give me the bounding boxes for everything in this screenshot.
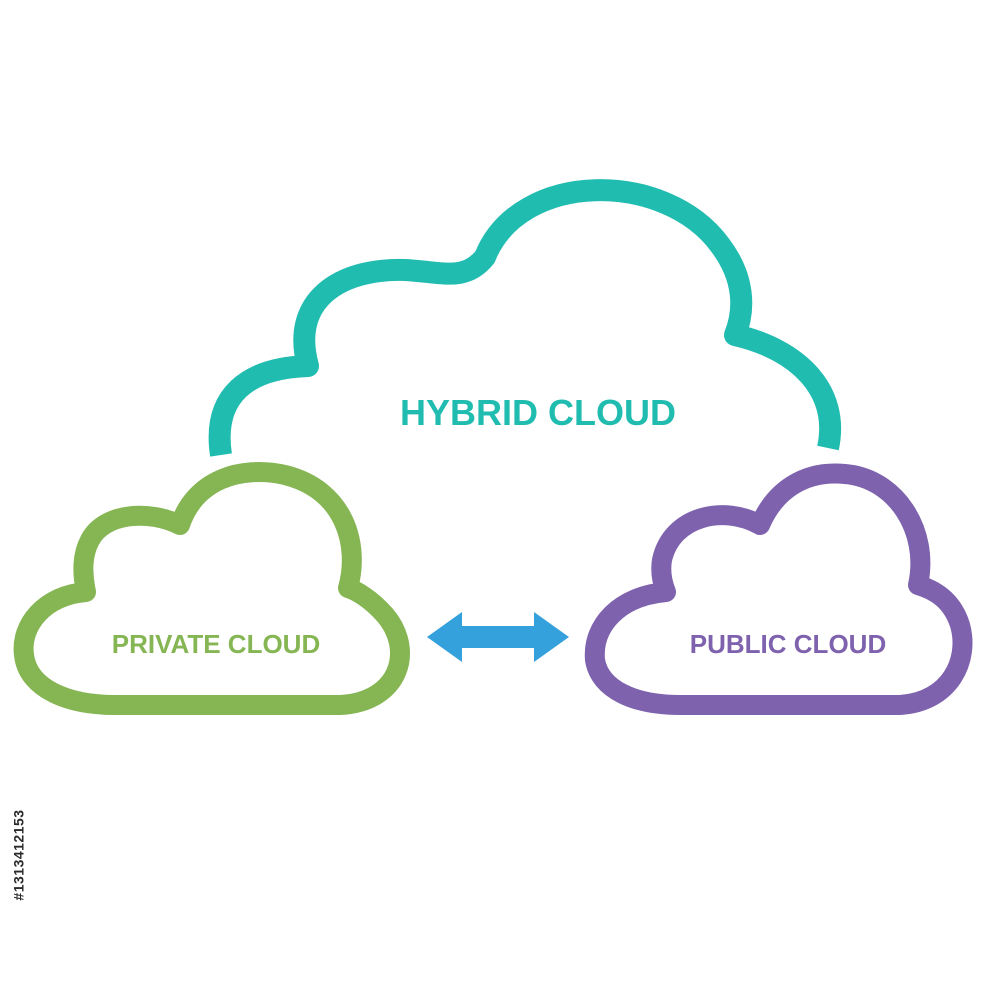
stock-id-text: #1313412153	[6, 765, 32, 945]
double-arrow-shape	[427, 612, 569, 662]
public-cloud-label: PUBLIC CLOUD	[690, 629, 886, 659]
hybrid-cloud-label: HYBRID CLOUD	[400, 392, 676, 433]
hybrid-cloud-outline	[208, 179, 842, 457]
stock-id-label: #1313412153	[11, 809, 27, 901]
private-cloud: PRIVATE CLOUD	[13, 462, 410, 715]
private-cloud-outline	[13, 462, 410, 715]
private-cloud-label: PRIVATE CLOUD	[112, 629, 320, 659]
public-cloud-outline	[584, 463, 973, 715]
public-cloud: PUBLIC CLOUD	[584, 463, 973, 715]
hybrid-cloud: HYBRID CLOUD	[208, 179, 842, 457]
double-arrow-icon	[427, 612, 569, 662]
